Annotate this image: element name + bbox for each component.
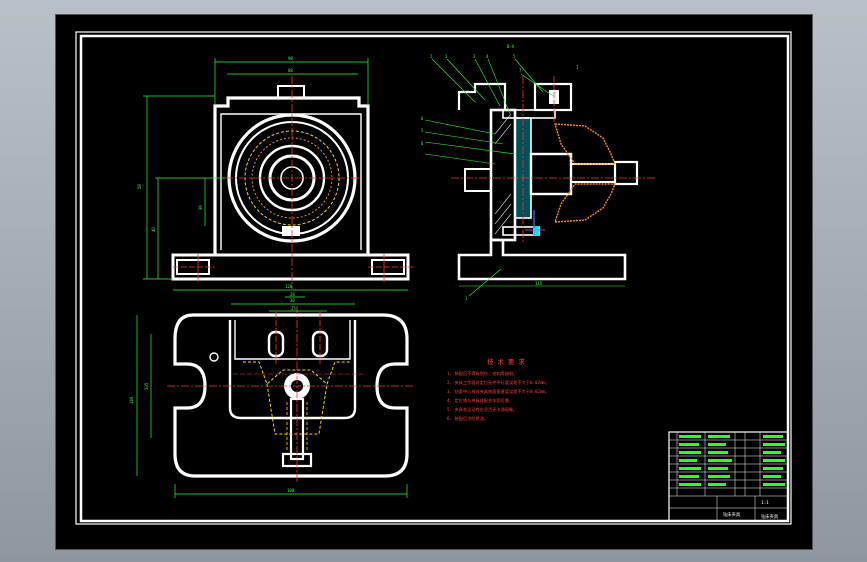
dim-top-width: 98 [288,56,293,61]
cad-drawing: 98 88 58 40 36 128 28 [75,31,792,525]
tech-title: 技 术 要 求 [487,357,525,366]
dim-top-inner: 30 [290,298,295,303]
balloon-6a: 6 [421,116,424,121]
dim-section-base: 115 [535,281,543,286]
title-block: 1:1 钻床夹具 钻床夹具 [668,431,789,522]
dim-total-height: 58 [137,184,142,189]
tech-item-5: 5. 夹具各运动件应灵活无卡滞现象。 [447,406,517,413]
dim-pin-spacing: 25 [291,306,296,311]
view-label: I [576,65,579,70]
outer-frame [75,31,792,525]
technical-requirements: 技 术 要 求 1. 装配后不得有划伤、毛刺等缺陷。 2. 夹具工作面对定位元件… [447,357,549,422]
balloon-5b: 5 [421,128,424,133]
dim-base-slot: 28 [290,292,295,297]
balloon-3: 3 [473,54,476,59]
dim-inner-width: 88 [288,68,293,73]
tech-item-6: 6. 装配后涂防锈油。 [447,415,488,422]
dim-base-width: 128 [285,284,293,289]
balloon-1b: 1 [465,296,468,301]
tech-item-3: 3. 钻套中心线对夹具底面垂直度误差不大于0.02mm。 [447,388,549,395]
title-scale: 1:1 [761,500,769,506]
dim-bore: 36 [198,205,203,210]
dim-center-height: 40 [151,227,156,232]
balloon-1: 1 [445,54,448,59]
tech-item-1: 1. 装配后不得有划伤、毛刺等缺陷。 [447,370,517,377]
dim-plan-width: 100 [287,488,295,493]
dim-plan-depth: 140 [129,396,134,404]
section-view: 2 1 3 4 5 7 6 5 6 1 B-A I 115 [421,44,655,301]
balloon-5: 5 [513,54,516,59]
title-drawing-name: 钻床夹具 [723,511,741,518]
balloon-2: 2 [430,54,433,59]
dim-plan-slot: 105 [144,382,149,390]
balloon-6b: 6 [421,141,424,146]
section-label: B-A [507,44,515,49]
balloon-7: 7 [519,68,522,73]
top-view: 30 25 140 105 100 [129,298,415,498]
inner-frame [79,34,790,523]
tech-item-2: 2. 夹具工作面对定位元件平行度误差不大于0.02mm。 [447,379,549,386]
balloon-4: 4 [486,54,489,59]
tech-item-4: 4. 定位销与夹具体配合牢固可靠。 [447,397,513,404]
front-view: 98 88 58 40 36 128 28 [137,56,415,298]
title-sheet: 钻床夹具 [761,513,779,520]
drawing-sheet: 98 88 58 40 36 128 28 [55,14,813,550]
